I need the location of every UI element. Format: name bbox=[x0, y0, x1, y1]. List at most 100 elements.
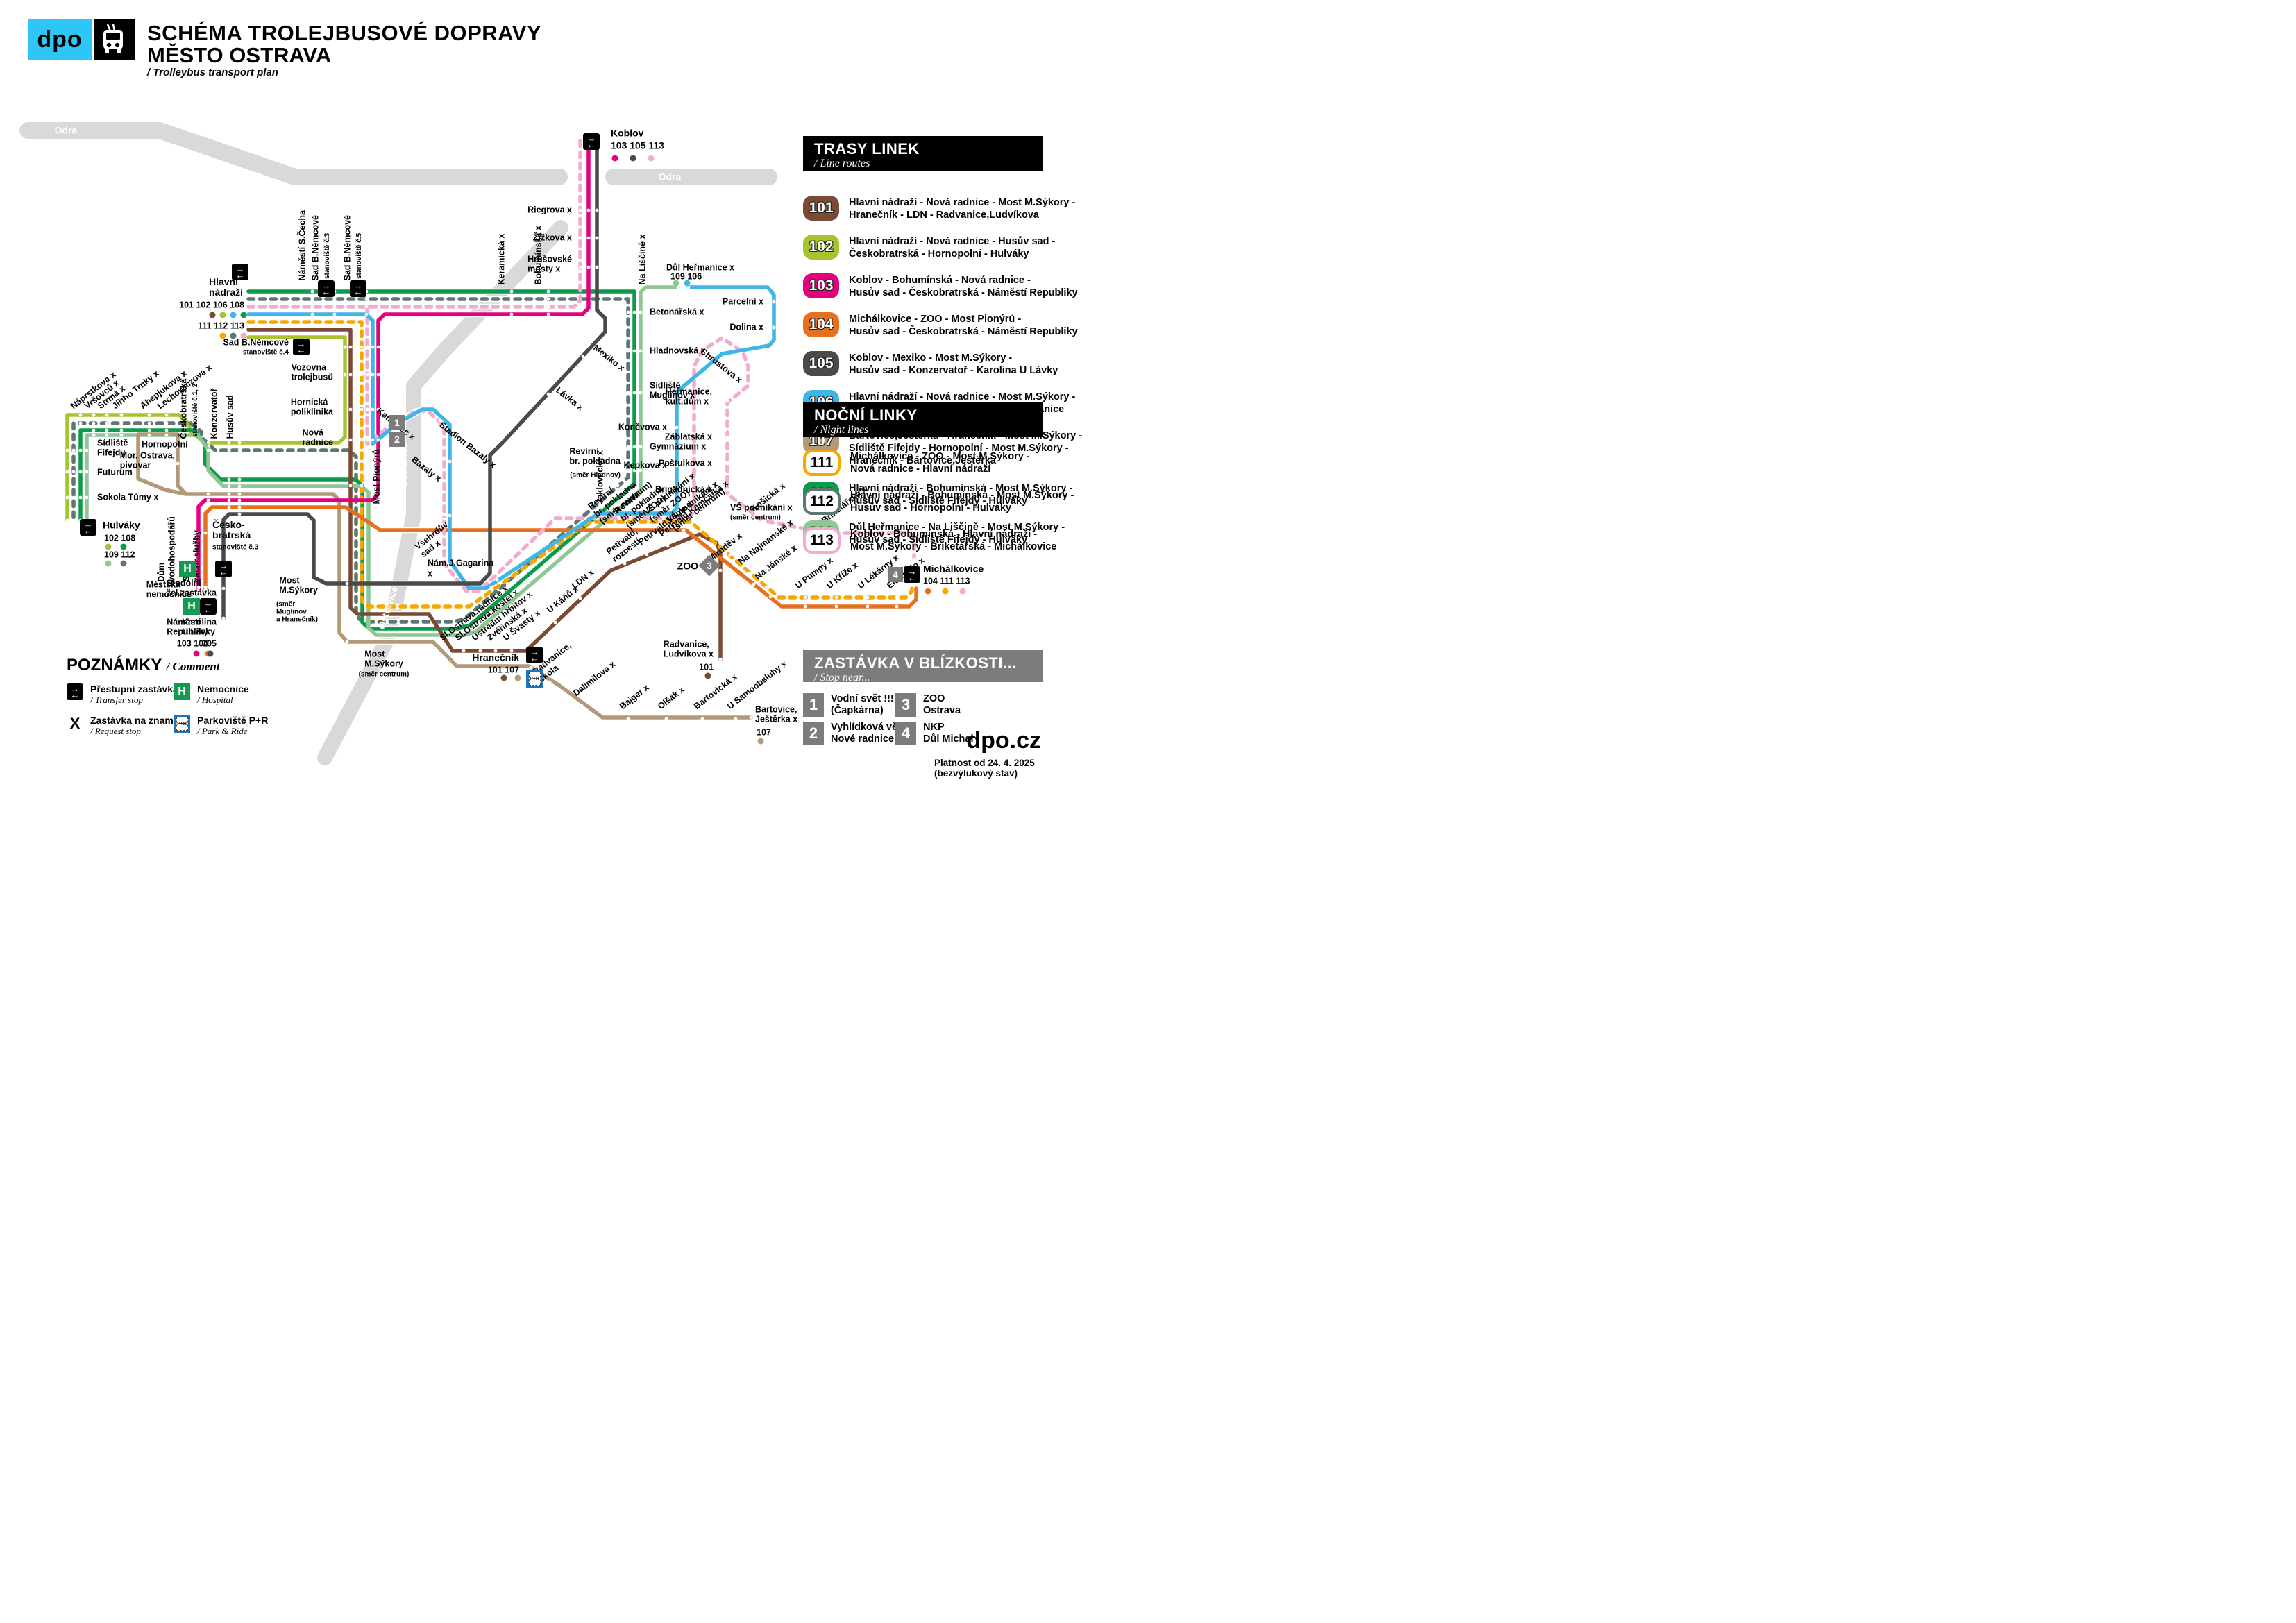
stop-dot bbox=[578, 596, 582, 600]
transfer-icon: →← bbox=[350, 280, 366, 297]
stop-label: Most M.Sýkory bbox=[279, 575, 318, 595]
stop-label: Mexiko x bbox=[591, 343, 627, 373]
stop-label: 111 112 113 bbox=[198, 321, 244, 331]
route-line-103 bbox=[196, 134, 591, 592]
line-number-dot bbox=[704, 672, 711, 679]
stop-dot bbox=[105, 413, 109, 417]
stop-dot bbox=[71, 470, 76, 474]
stop-near-marker-4: 4 bbox=[895, 722, 916, 745]
stop-label: 105 bbox=[202, 638, 217, 649]
stop-label: Ostravice bbox=[398, 443, 410, 488]
stop-dot bbox=[626, 468, 630, 473]
stop-dot bbox=[206, 441, 210, 445]
stop-dot bbox=[206, 448, 210, 452]
stop-dot bbox=[772, 300, 776, 304]
stop-dot bbox=[360, 438, 364, 442]
stop-dot bbox=[237, 441, 242, 445]
stop-label: Futurum bbox=[97, 467, 133, 477]
stop-dot bbox=[578, 208, 582, 212]
stop-label: Dalimilova x bbox=[571, 659, 618, 699]
stop-label: Bazaly x bbox=[410, 454, 444, 484]
note-label: Přestupní zastávka bbox=[90, 683, 178, 695]
stop-dot bbox=[632, 391, 636, 395]
network-map bbox=[0, 0, 1148, 811]
stop-dot bbox=[578, 265, 582, 269]
stop-dot bbox=[65, 518, 69, 522]
hospital-icon: H bbox=[183, 598, 200, 615]
stop-label: vodohospodářů bbox=[167, 516, 177, 582]
dpo-logo-text: dpo bbox=[37, 26, 83, 53]
stop-dot bbox=[895, 595, 899, 600]
stop-dot bbox=[626, 349, 630, 353]
stop-label: (směr Hladnov) bbox=[570, 471, 621, 479]
stop-dot bbox=[546, 289, 550, 294]
stop-dot bbox=[834, 604, 838, 609]
stop-dot bbox=[85, 495, 89, 500]
stop-dot bbox=[595, 265, 599, 269]
stop-label: Michálkovice bbox=[923, 563, 984, 575]
stop-dot bbox=[310, 297, 314, 301]
note-label: Zastávka na znamení bbox=[90, 715, 188, 726]
route-line-105 bbox=[221, 134, 607, 620]
stop-dot bbox=[626, 391, 630, 395]
line-number-dot bbox=[120, 543, 127, 550]
stop-dot bbox=[310, 289, 314, 294]
stop-dot bbox=[749, 715, 753, 720]
stop-label: 103 104 bbox=[176, 638, 208, 649]
stop-dot bbox=[365, 345, 369, 349]
stop-dot bbox=[725, 435, 729, 439]
stop-dot bbox=[371, 373, 375, 377]
stop-dot bbox=[446, 649, 450, 653]
stop-dot bbox=[227, 441, 231, 445]
line-number-dot bbox=[611, 155, 618, 162]
stop-label: Náměstí S.Čecha bbox=[297, 210, 307, 281]
stop-dot bbox=[176, 445, 180, 449]
transfer-icon: →← bbox=[200, 598, 217, 615]
stop-dot bbox=[227, 492, 231, 496]
line-number-dot bbox=[219, 312, 226, 318]
stop-label: (směr Muglinov a Hranečník) bbox=[276, 600, 318, 624]
stop-dot bbox=[632, 349, 636, 353]
stop-dot bbox=[332, 297, 337, 301]
stop-dot bbox=[376, 407, 380, 411]
stop-dot bbox=[529, 665, 533, 670]
stop-dot bbox=[196, 585, 201, 589]
request-stop-icon: X bbox=[69, 715, 81, 732]
stop-dot bbox=[196, 588, 201, 592]
stop-label: Sad B.Němcové bbox=[223, 337, 289, 348]
stop-dot bbox=[147, 413, 151, 417]
route-desc-109: Důl Heřmanice - Na Liščině - Most M.Sýko… bbox=[849, 522, 1065, 545]
transfer-icon: →← bbox=[232, 264, 248, 280]
stop-dot bbox=[626, 445, 630, 449]
stop-label: Riegrova x bbox=[527, 205, 572, 215]
stop-dot bbox=[237, 492, 242, 496]
stop-dot bbox=[71, 495, 76, 500]
stop-dot bbox=[365, 438, 369, 442]
line-number-dot bbox=[630, 155, 636, 162]
route-badge-105: 105 bbox=[803, 351, 839, 376]
line-number-dot bbox=[193, 650, 200, 657]
line-number-dot bbox=[959, 588, 966, 595]
stop-dot bbox=[227, 477, 231, 482]
stop-dot bbox=[365, 407, 369, 411]
stop-dot bbox=[119, 421, 124, 425]
note-sublabel: / Hospital bbox=[197, 695, 233, 705]
stop-label: (směr centrum) bbox=[730, 513, 781, 522]
stop-dot bbox=[509, 297, 514, 301]
stop-label: Lávka x bbox=[554, 385, 586, 413]
stop-dot bbox=[666, 544, 670, 548]
stop-dot bbox=[176, 461, 180, 466]
stop-dot bbox=[803, 595, 807, 600]
night-lines-header: NOČNÍ LINKY / Night lines bbox=[803, 402, 1043, 437]
stop-label: Sídliště Fifejdy bbox=[97, 438, 128, 457]
stop-label: Náměstí Republiky bbox=[167, 617, 208, 636]
line-number-dot bbox=[240, 332, 247, 339]
trolleybus-icon bbox=[94, 19, 135, 60]
